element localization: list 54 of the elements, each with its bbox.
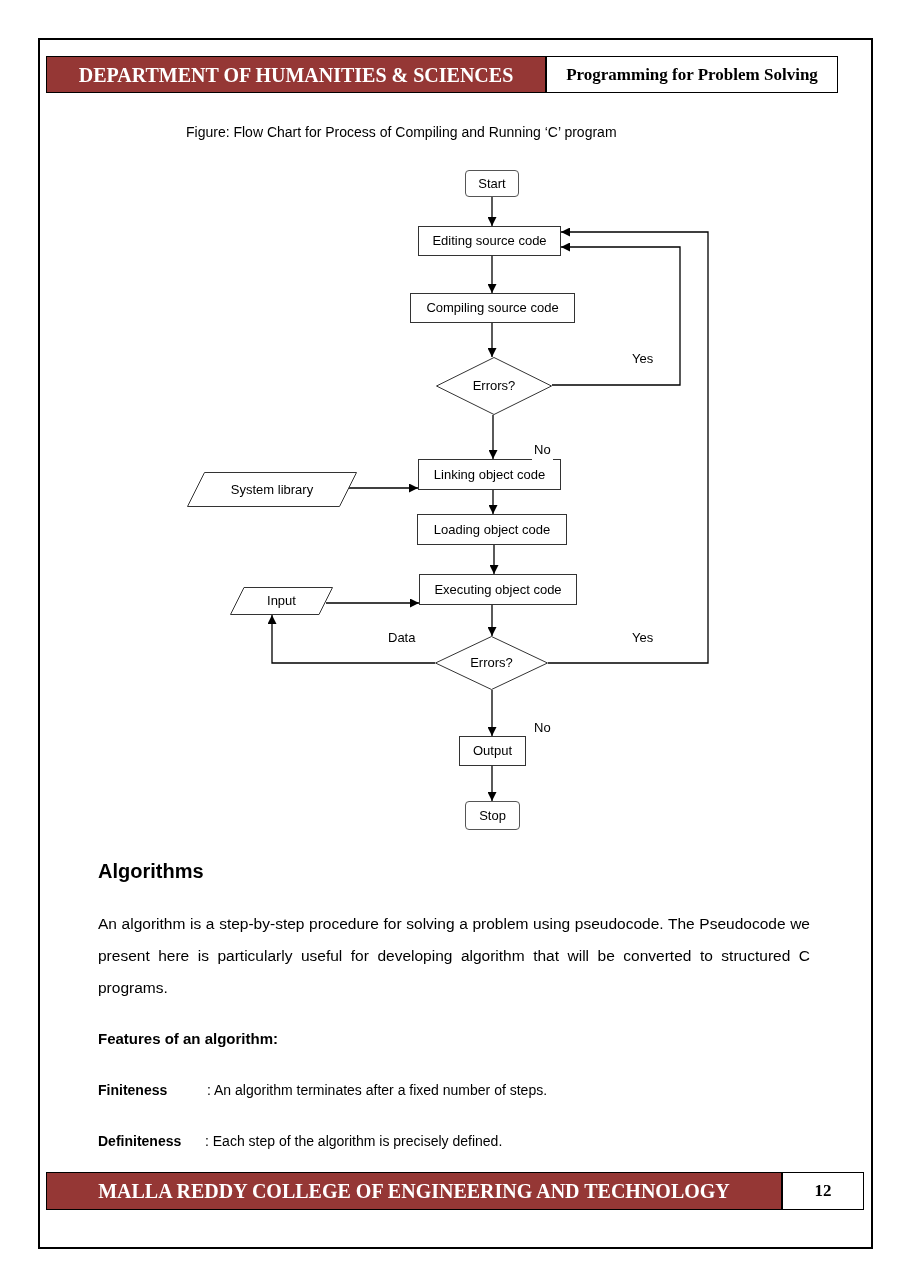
arrow	[488, 414, 498, 460]
node-text: Start	[478, 174, 506, 193]
arrow	[487, 604, 497, 637]
node-text: Errors?	[472, 377, 516, 396]
arrow	[347, 483, 419, 493]
arrow	[488, 489, 498, 515]
node-text: Programming for Problem Solving	[566, 63, 818, 86]
terminal-box	[465, 170, 519, 197]
node-text: 12	[814, 1180, 832, 1203]
node-text: Executing object code	[434, 580, 562, 599]
node-text: MALLA REDDY COLLEGE OF ENGINEERING AND TECHNOLOGY	[98, 1179, 730, 1204]
term: Definiteness	[98, 1132, 182, 1151]
data-parallelogram	[230, 587, 333, 615]
definition: : An algorithm terminates after a fixed number of steps.	[207, 1081, 548, 1100]
process-box	[459, 736, 526, 766]
arrow	[547, 227, 709, 664]
process-box	[418, 459, 561, 490]
arrow	[267, 614, 436, 664]
process-box	[419, 574, 577, 605]
node-text: Output	[473, 742, 512, 761]
header-band	[46, 56, 546, 93]
node-text: DEPARTMENT OF HUMANITIES & SCIENCES	[78, 62, 514, 88]
arrow	[489, 544, 499, 575]
node-text: Errors?	[470, 654, 513, 673]
node-text: Editing source code	[432, 232, 547, 251]
data-parallelogram	[187, 472, 357, 507]
decision-diamond	[435, 636, 548, 690]
node-text: Input	[267, 592, 296, 611]
node-text: Loading object code	[433, 520, 551, 539]
node-text: Stop	[479, 806, 506, 825]
node-text: System library	[230, 480, 314, 499]
arrow	[487, 689, 497, 737]
subheading: Features of an algorithm:	[98, 1029, 279, 1049]
node-text: Compiling source code	[426, 299, 559, 318]
node-text: Linking object code	[433, 465, 546, 484]
section-heading: Algorithms	[98, 859, 204, 884]
arrow	[487, 322, 497, 358]
header-band	[46, 1172, 782, 1210]
process-box	[410, 293, 575, 323]
terminal-box	[465, 801, 520, 830]
process-box	[417, 514, 567, 545]
header-box	[782, 1172, 864, 1210]
figure-title: Figure: Flow Chart for Process of Compiling and Running ‘C’ program	[186, 123, 617, 142]
header-box	[546, 56, 838, 93]
arrow	[325, 598, 420, 608]
arrow	[487, 255, 497, 294]
arrow	[487, 765, 497, 802]
process-box	[418, 226, 561, 256]
arrow	[487, 196, 497, 227]
term: Finiteness	[98, 1081, 168, 1100]
decision-diamond	[436, 357, 552, 415]
paragraph: An algorithm is a step-by-step procedure for solving a problem using pseudocode. The Pseudocode we present here is particularly useful for developing algorithm that will be converted to structured C programs.	[98, 914, 810, 998]
definition: : Each step of the algorithm is precisely defined.	[205, 1132, 503, 1151]
arrow	[551, 242, 681, 386]
